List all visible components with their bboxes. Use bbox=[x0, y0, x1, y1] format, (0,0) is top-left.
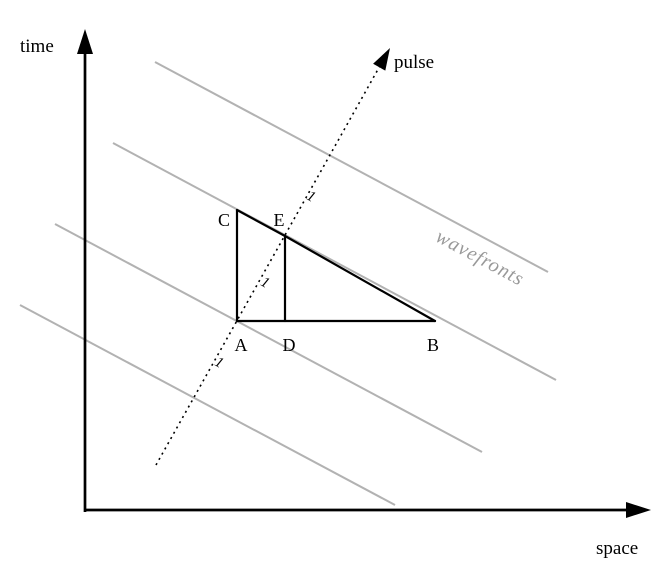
unit-label-top: 1 bbox=[304, 188, 318, 206]
axes-group bbox=[77, 29, 651, 518]
wavefronts-group bbox=[19, 61, 557, 506]
point-label-E: E bbox=[274, 210, 285, 230]
pulse-line bbox=[155, 63, 382, 466]
pulse-label: pulse bbox=[394, 52, 434, 73]
point-label-B: B bbox=[427, 335, 439, 355]
time-axis-label: time bbox=[20, 36, 54, 57]
wavefront-line-1 bbox=[154, 61, 549, 273]
time-axis-arrowhead bbox=[77, 29, 93, 54]
point-labels-group: C E A D B bbox=[218, 210, 439, 355]
triangle-group bbox=[235, 208, 437, 323]
pulse-group bbox=[155, 48, 390, 466]
segment-EB bbox=[283, 234, 437, 323]
pulse-arrowhead bbox=[373, 48, 390, 71]
point-label-D: D bbox=[283, 335, 296, 355]
space-axis-arrowhead bbox=[626, 502, 651, 518]
wavefront-line-3 bbox=[54, 223, 483, 453]
wavefront-line-4 bbox=[19, 304, 396, 506]
wavefront-line-2 bbox=[112, 142, 557, 381]
unit-label-bottom: 1 bbox=[212, 354, 226, 372]
segment-CE bbox=[235, 208, 287, 238]
point-label-A: A bbox=[235, 335, 248, 355]
point-label-C: C bbox=[218, 210, 230, 230]
unit-label-middle: 1 bbox=[258, 274, 272, 292]
space-axis-label: space bbox=[596, 538, 638, 559]
